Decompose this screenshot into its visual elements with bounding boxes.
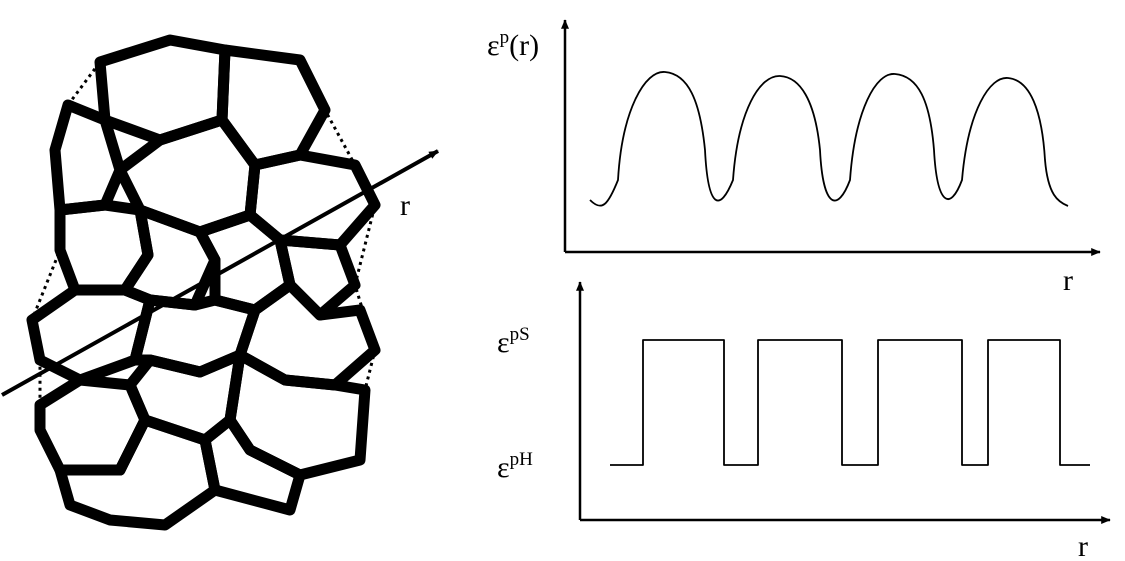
cell-network: r [1,34,439,531]
high-level-label: εpS [497,324,530,359]
cut-line-arrow [1,149,439,397]
bottom-plot-step-profile [610,339,1090,466]
cell-walls-texture [30,38,377,527]
cell-17 [199,414,306,516]
cell-3 [49,99,126,216]
cell-9 [274,234,361,321]
bottom-plot-x-label: r [1078,530,1088,561]
top-plot-profile-curve [589,71,1069,207]
top-plot-x-label: r [1063,264,1073,297]
cell-walls [26,34,381,531]
top-plot: εp(r) r [487,19,1101,297]
bottom-plot: εpS εpH r [497,281,1111,561]
top-plot-y-label: εp(r) [487,27,539,62]
cut-line-label: r [400,189,410,222]
cell-16 [54,414,221,531]
low-level-label: εpH [497,449,533,484]
